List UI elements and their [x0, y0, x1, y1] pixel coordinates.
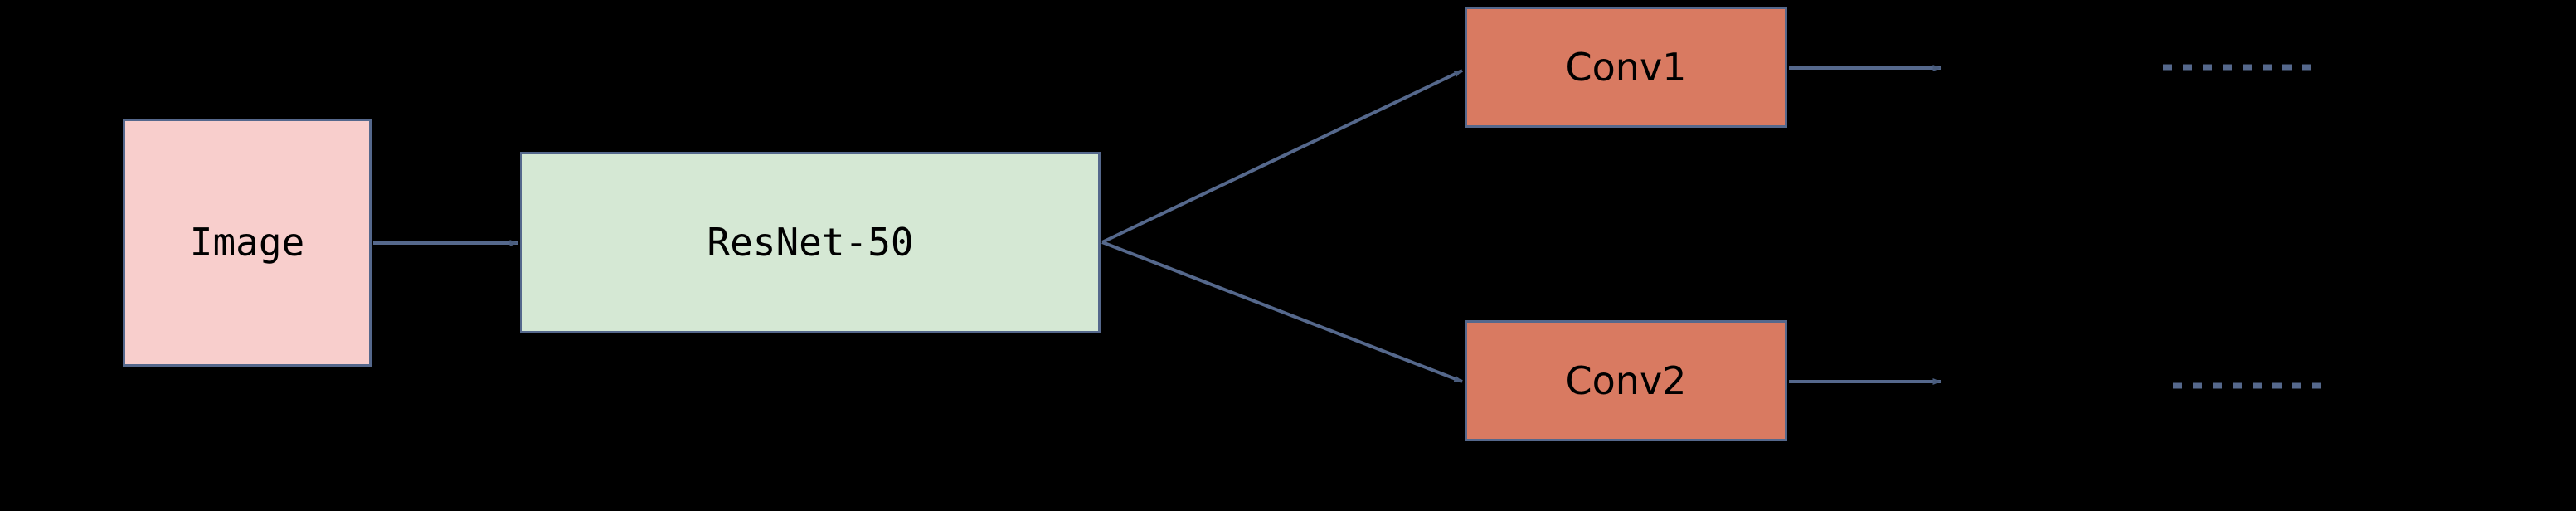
node-resnet50[interactable]: ResNet-50 — [520, 152, 1101, 333]
node-conv1-label: Conv1 — [1565, 44, 1687, 90]
edge-resnet-to-conv1 — [1101, 69, 1463, 244]
node-resnet50-label: ResNet-50 — [707, 220, 914, 265]
node-image[interactable]: Image — [123, 119, 372, 367]
edge-resnet-to-conv2 — [1101, 241, 1463, 383]
node-conv2[interactable]: Conv2 — [1465, 320, 1787, 441]
node-image-label: Image — [189, 220, 305, 265]
node-conv2-label: Conv2 — [1565, 358, 1687, 403]
node-conv1[interactable]: Conv1 — [1465, 7, 1787, 128]
